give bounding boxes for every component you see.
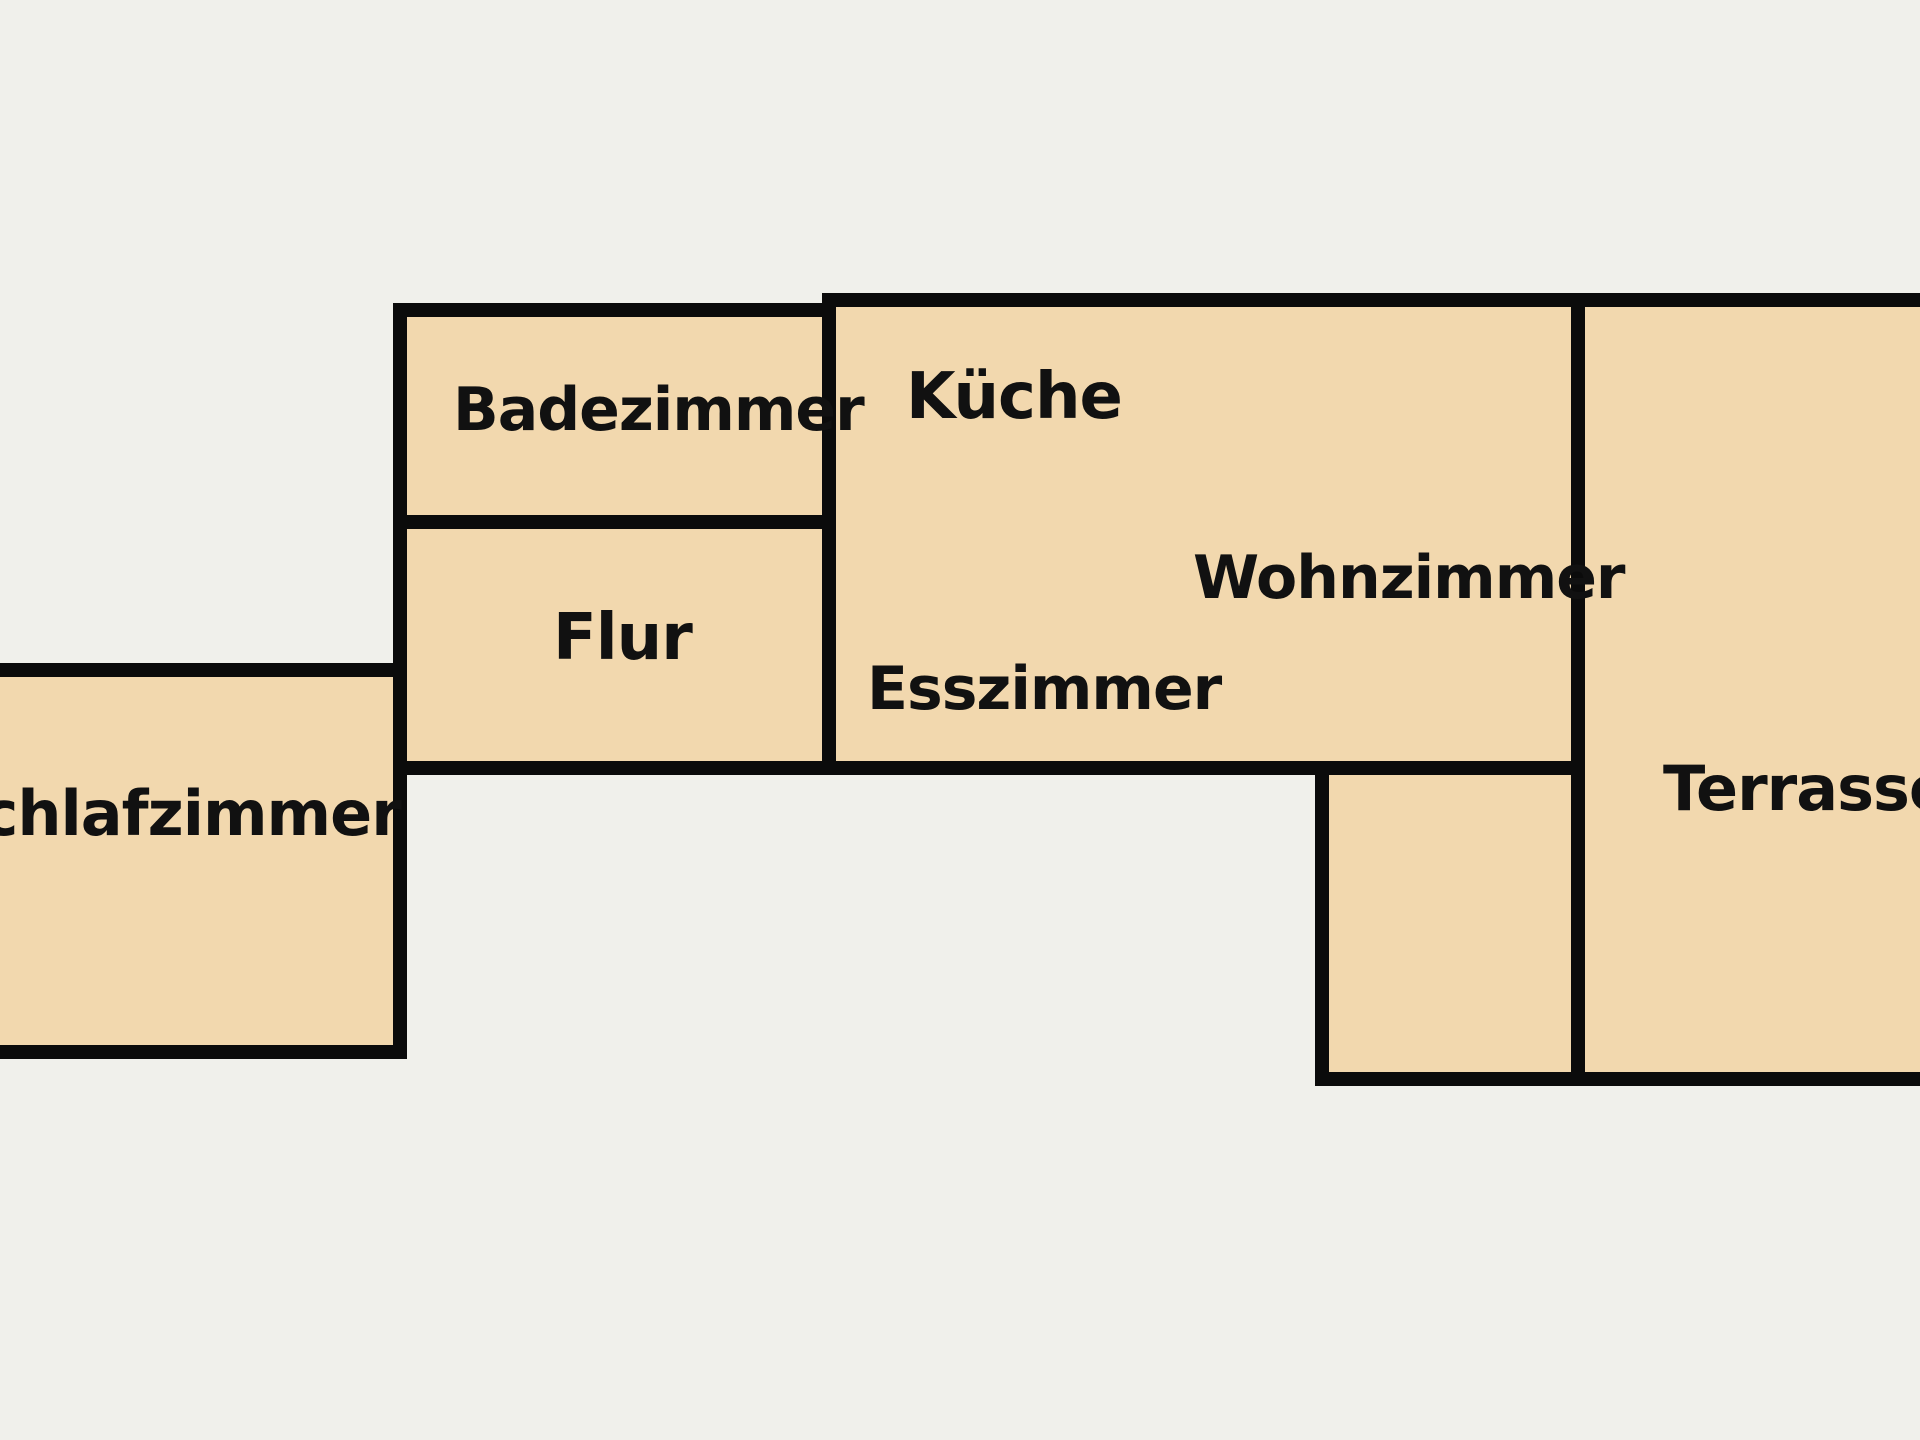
label-flur: Flur xyxy=(553,601,693,675)
label-schlafzimmer: Schlafzimmer xyxy=(0,777,402,850)
room-flur xyxy=(393,515,836,775)
label-terrasse: Terrasse xyxy=(1663,752,1920,825)
label-esszimmer: Esszimmer xyxy=(867,654,1222,724)
label-badezimmer: Badezimmer xyxy=(453,375,865,445)
label-kueche: Küche xyxy=(906,360,1123,434)
room-terrasse xyxy=(1571,293,1920,1086)
room-schlafzimmer xyxy=(0,663,407,1059)
label-wohnzimmer: Wohnzimmer xyxy=(1193,543,1626,613)
room-nebenraum xyxy=(1315,761,1585,1086)
